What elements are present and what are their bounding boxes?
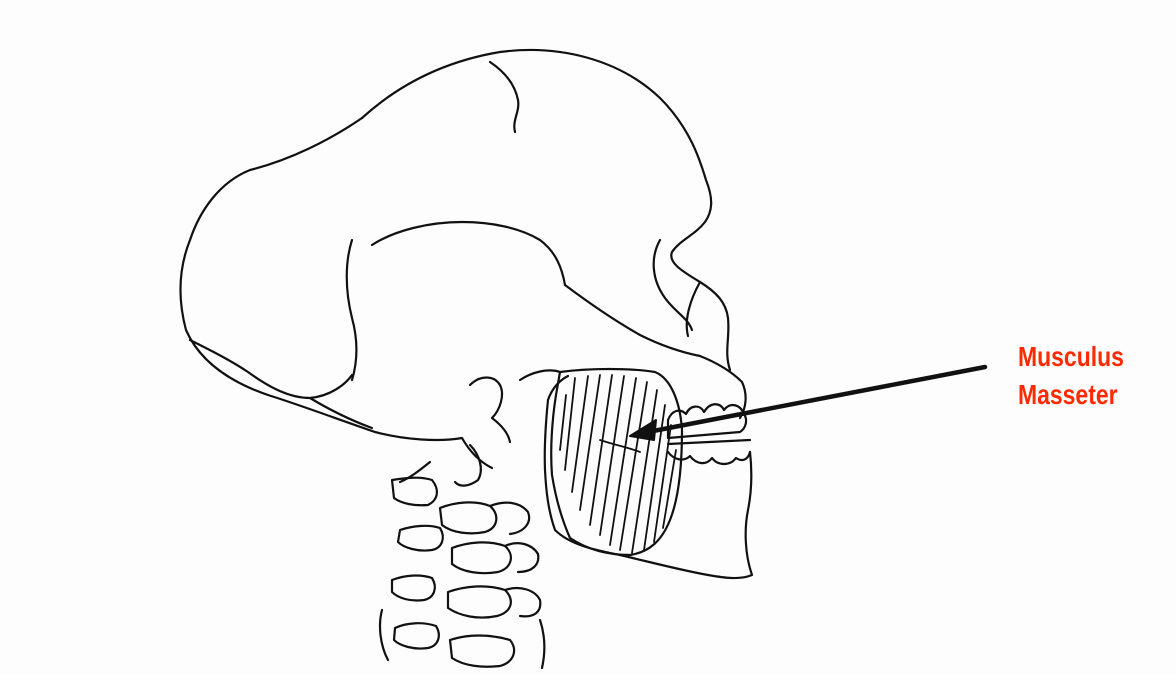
occipital-suture bbox=[190, 340, 352, 398]
zygomatic-arch bbox=[565, 285, 700, 356]
bite-line bbox=[668, 440, 750, 444]
temporal-line bbox=[347, 240, 357, 380]
styloid-area bbox=[470, 378, 510, 443]
masseter-muscle bbox=[551, 369, 682, 555]
cervical-vertebrae bbox=[380, 445, 544, 668]
parietal-seam bbox=[490, 62, 518, 132]
label-line-1: Musculus bbox=[1018, 338, 1124, 376]
cranium-back bbox=[180, 118, 492, 468]
pointer-arrow-line bbox=[648, 367, 985, 432]
pointer-arrowhead bbox=[630, 420, 656, 440]
nasal-area bbox=[687, 282, 700, 336]
label-line-2: Masseter bbox=[1018, 376, 1124, 414]
cranium-outline bbox=[362, 50, 730, 370]
mandible-notch bbox=[520, 370, 560, 380]
forehead-brow bbox=[372, 222, 565, 285]
muscle-label: Musculus Masseter bbox=[1018, 338, 1124, 414]
